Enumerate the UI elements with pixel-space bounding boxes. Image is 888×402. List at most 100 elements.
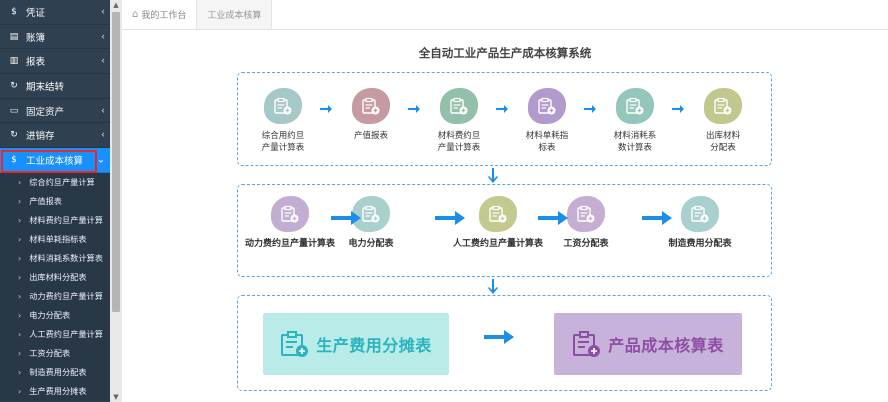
production-expense-allocation-button[interactable]: 生产费用分摊表 xyxy=(263,313,449,375)
submenu-item[interactable]: ›电力分配表 xyxy=(0,305,110,325)
document-edit-icon xyxy=(538,97,556,115)
submenu-label: 动力费约旦产量计算 xyxy=(29,291,103,302)
sidebar-item-label: 工业成本核算 xyxy=(26,155,84,167)
flow-node-electricity-allocation[interactable]: 电力分配表 xyxy=(331,196,411,250)
sidebar-item-period-end[interactable]: ↻ 期末结转 xyxy=(0,74,110,99)
arrow-right-icon xyxy=(584,105,596,113)
dollar-icon: $ xyxy=(11,6,17,17)
document-edit-icon xyxy=(714,97,732,115)
sidebar-item-label: 固定资产 xyxy=(26,106,65,118)
flow-node-manufacturing-cost[interactable]: 制造费用分配表 xyxy=(650,196,750,250)
sidebar-item-inventory[interactable]: ↻ 进销存 ‹ xyxy=(0,123,110,149)
submenu-item[interactable]: ›生产费用分摊表 xyxy=(0,381,110,401)
chevron-right-icon: › xyxy=(18,272,22,282)
node-label: 人工费约旦产量计算表 xyxy=(452,239,543,249)
arrow-right-icon xyxy=(435,211,465,225)
flow-node-output-value-report[interactable]: 产值报表 xyxy=(331,88,411,142)
arrow-right-icon xyxy=(331,211,361,225)
flow-panel-1 xyxy=(237,72,772,166)
flow-panel-2 xyxy=(237,184,772,277)
document-edit-icon xyxy=(479,196,517,232)
document-edit-icon xyxy=(450,97,468,115)
flow-node-material-coefficient[interactable]: 材料消耗系数计算表 xyxy=(595,88,675,154)
flow-node-comprehensive-output[interactable]: 综合用约旦产量计算表 xyxy=(243,88,323,154)
submenu-item[interactable]: › 材料费约旦产量计算 xyxy=(0,210,110,230)
node-label: 材料消耗系数计算表 xyxy=(613,131,657,153)
submenu-item[interactable]: › 人工费约旦产量计算 xyxy=(0,324,110,344)
submenu-label: 材料消耗系数计算表 xyxy=(29,253,103,264)
submenu-item[interactable]: ›出库材料分配表 xyxy=(0,267,110,287)
document-edit-icon xyxy=(573,331,601,357)
flow-node-material-output[interactable]: 材料费约旦产量计算表 xyxy=(419,88,499,154)
submenu-item[interactable]: ›材料消耗系数计算表 xyxy=(0,248,110,268)
submenu-label: 材料费约旦产量计算 xyxy=(29,215,103,226)
node-label: 产值报表 xyxy=(353,131,388,141)
sidebar-item-label: 账簿 xyxy=(26,32,46,44)
submenu-item[interactable]: ›制造费用分配表 xyxy=(0,362,110,382)
document-edit-icon xyxy=(704,88,742,124)
box-label: 生产费用分摊表 xyxy=(316,336,432,355)
submenu-label: 综合约旦产量计算 xyxy=(29,177,95,188)
page-title: 全自动工业产品生产成本核算系统 xyxy=(418,46,592,60)
ledger-icon: ▤ xyxy=(9,31,19,42)
node-label: 综合用约旦产量计算表 xyxy=(261,131,305,153)
sidebar-item-report[interactable]: ▥ 报表 ‹ xyxy=(0,49,110,75)
sidebar-item-fixed-assets[interactable]: ▭ 固定资产 ‹ xyxy=(0,99,110,124)
tab-workbench[interactable]: ⌂ 我的工作台 xyxy=(122,0,198,29)
document-edit-icon xyxy=(616,88,654,124)
document-edit-icon xyxy=(264,88,302,124)
chevron-left-icon: ‹ xyxy=(101,31,105,43)
arrow-right-icon xyxy=(672,105,684,113)
sidebar-item-industrial-cost[interactable]: $ 工业成本核算 ⌄ xyxy=(0,148,110,173)
document-edit-icon xyxy=(352,196,390,232)
submenu-item[interactable]: ›材料单耗指标表 xyxy=(0,229,110,249)
submenu-label: 生产费用分摊表 xyxy=(29,386,87,397)
document-edit-icon xyxy=(362,97,380,115)
chevron-right-icon: › xyxy=(18,329,22,339)
document-edit-icon xyxy=(567,196,605,232)
scroll-thumb[interactable] xyxy=(112,12,120,312)
flow-node-material-consumption-index[interactable]: 材料单耗指标表 xyxy=(507,88,587,154)
flow-node-wage-allocation[interactable]: 工资分配表 xyxy=(546,196,626,250)
chevron-left-icon: ‹ xyxy=(101,129,105,141)
box-label: 产品成本核算表 xyxy=(608,336,724,355)
node-label: 电力分配表 xyxy=(348,239,394,249)
tab-industrial-cost[interactable]: 工业成本核算 xyxy=(197,0,273,29)
submenu-item[interactable]: › 产值报表 xyxy=(0,191,110,211)
sidebar-item-voucher[interactable]: $ 凭证 ‹ xyxy=(0,0,110,25)
dollar-icon: $ xyxy=(11,154,17,165)
sidebar-scrollbar[interactable]: ▲ ▼ xyxy=(110,0,122,402)
flow-node-outbound-material[interactable]: 出库材料分配表 xyxy=(683,88,763,154)
chevron-right-icon: › xyxy=(18,310,22,320)
flow-node-labor-output[interactable]: 人工费约旦产量计算表 xyxy=(443,196,553,250)
chevron-right-icon: › xyxy=(18,348,22,358)
submenu: ›综合约旦产量计算 ›产值报表 ›材料费约旦产量计算 ›材料单耗指标表 ›材料消… xyxy=(0,172,110,401)
document-edit-icon xyxy=(352,88,390,124)
submenu-item[interactable]: ›动力费约旦产量计算 xyxy=(0,286,110,306)
document-edit-icon xyxy=(681,196,719,232)
product-cost-accounting-button[interactable]: 产品成本核算表 xyxy=(554,313,742,375)
chevron-right-icon: › xyxy=(18,215,22,225)
arrow-down-icon xyxy=(488,168,498,183)
submenu-label: 人工费约旦产量计算 xyxy=(29,329,103,340)
node-label: 出库材料分配表 xyxy=(705,131,740,153)
sidebar-item-label: 进销存 xyxy=(26,131,55,143)
home-icon: ⌂ xyxy=(132,9,139,20)
scroll-up-icon[interactable]: ▲ xyxy=(113,1,119,9)
scroll-down-icon[interactable]: ▼ xyxy=(113,393,119,401)
sidebar-item-ledger[interactable]: ▤ 账簿 ‹ xyxy=(0,25,110,50)
submenu-item[interactable]: ›综合约旦产量计算 xyxy=(0,172,110,192)
refresh-icon: ↻ xyxy=(10,80,18,91)
submenu-label: 产值报表 xyxy=(29,196,62,207)
submenu-item[interactable]: ›工资分配表 xyxy=(0,343,110,363)
document-edit-icon xyxy=(281,205,299,223)
arrow-right-icon xyxy=(484,330,514,344)
chevron-right-icon: › xyxy=(18,196,22,206)
arrow-right-icon xyxy=(408,105,420,113)
node-label: 制造费用分配表 xyxy=(668,239,732,249)
chevron-right-icon: › xyxy=(18,367,22,377)
sidebar-item-label: 报表 xyxy=(26,57,46,69)
flow-node-power-output[interactable]: 动力费约旦产量计算表 xyxy=(235,196,345,250)
document-edit-icon xyxy=(626,97,644,115)
sidebar-item-label: 凭证 xyxy=(26,7,46,19)
